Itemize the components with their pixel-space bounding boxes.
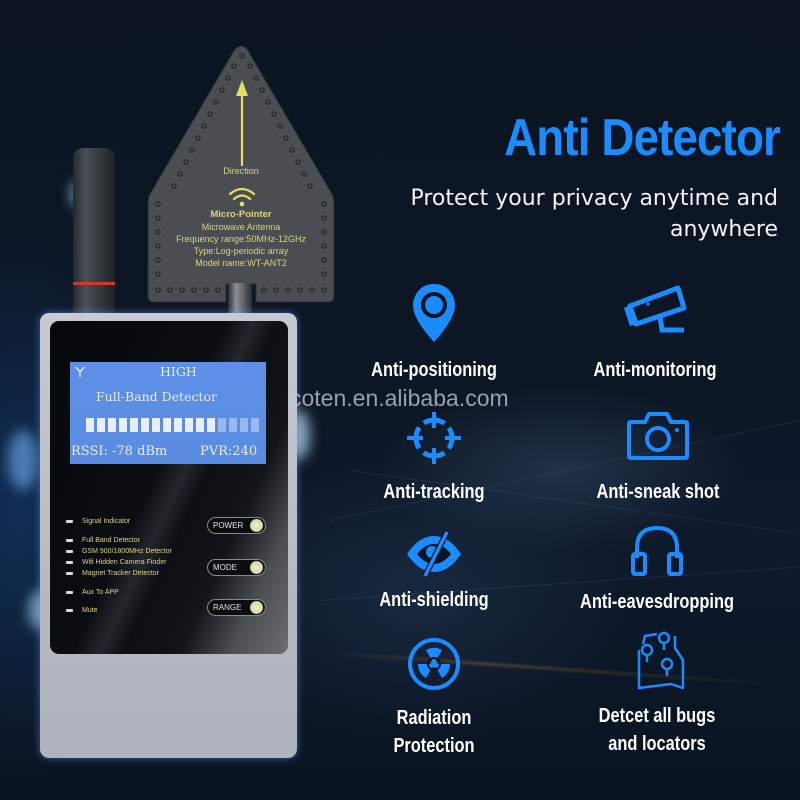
- range-button-label: RANGE: [213, 603, 242, 612]
- cctv-camera-icon: [624, 285, 687, 333]
- eye-slash-icon: [407, 530, 461, 578]
- page-title: Anti Detector: [504, 109, 781, 167]
- feature-anti-monitoring: Anti-monitoring: [555, 284, 755, 384]
- feature-label: Anti-sneak shot: [596, 481, 720, 503]
- feature-label: Anti-monitoring: [593, 359, 717, 381]
- antenna-rod: [73, 148, 115, 316]
- feature-radiation-protection: Radiation Protection: [334, 636, 534, 760]
- feature-label: Anti-positioning: [371, 359, 497, 381]
- location-pin-icon: [413, 284, 455, 342]
- headphones-icon: [631, 525, 683, 576]
- antenna-spec-line: Frequency range:50MHz-12GHz: [175, 234, 307, 244]
- feature-label: Protection: [393, 735, 475, 757]
- antenna-spec-block: Micro-Pointer Microwave Antenna Frequenc…: [146, 209, 336, 269]
- feature-label: Detcet all bugs: [598, 705, 716, 727]
- map-locators-icon: [637, 631, 685, 690]
- direction-label: Direction: [223, 166, 259, 176]
- led-icon: [66, 561, 73, 564]
- indicator-aux-app: Aux To APP: [66, 589, 119, 596]
- feature-label: and locators: [608, 733, 706, 755]
- feature-anti-positioning: Anti-positioning: [334, 282, 534, 384]
- indicator-label: Magnet Tracker Detector: [82, 570, 160, 577]
- feature-detect-bugs: Detcet all bugs and locators: [557, 630, 757, 758]
- indicator-signal: Signal Indicator: [66, 518, 130, 525]
- indicator-label: Full Band Detector: [82, 537, 140, 544]
- led-icon: [66, 609, 73, 612]
- lcd-mode: Full-Band Detector: [96, 389, 217, 404]
- antenna-spec-line: Type:Log-periodic array: [193, 246, 289, 256]
- indicator-mute: Mute: [66, 607, 98, 614]
- directional-antenna: [147, 45, 335, 303]
- feature-label: Anti-eavesdropping: [579, 591, 734, 613]
- indicator-magnet-tracker: Magnet Tracker Detector: [66, 570, 159, 577]
- radiation-icon: [408, 638, 460, 690]
- button-knob-icon: [250, 519, 263, 532]
- antenna-name: Micro-Pointer: [210, 209, 272, 220]
- feature-anti-tracking: Anti-tracking: [334, 410, 534, 506]
- antenna-icon: [75, 366, 85, 377]
- led-icon: [66, 572, 73, 575]
- indicator-label: Wifi Hidden Camera Finder: [82, 559, 167, 566]
- lcd-screen: HIGH Full-Band Detector RSSI: -78 dBm PV…: [70, 362, 266, 464]
- mode-button[interactable]: MODE: [207, 559, 266, 576]
- indicator-label: Aux To APP: [82, 589, 119, 596]
- photo-camera-icon: [627, 412, 689, 460]
- indicator-full-band: Full Band Detector: [66, 537, 140, 544]
- antenna-spec-line: Model name:WT-ANT2: [195, 258, 287, 268]
- indicator-gsm: GSM 900/1800MHz Detector: [66, 548, 172, 555]
- indicator-label: Mute: [82, 607, 98, 614]
- feature-anti-shielding: Anti-shielding: [334, 528, 534, 614]
- signal-bars: [86, 418, 259, 432]
- antenna-rod-ring: [73, 282, 115, 285]
- feature-anti-sneak-shot: Anti-sneak shot: [558, 408, 758, 506]
- lcd-sensitivity: HIGH: [160, 364, 197, 379]
- button-knob-icon: [250, 601, 263, 614]
- led-icon: [66, 550, 73, 553]
- subheadline: Protect your privacy anytime and anywher…: [330, 183, 778, 245]
- crosshair-icon: [407, 412, 461, 464]
- indicator-wifi-camera: Wifi Hidden Camera Finder: [66, 559, 166, 566]
- led-icon: [66, 591, 73, 594]
- led-icon: [66, 520, 73, 523]
- feature-anti-eavesdropping: Anti-eavesdropping: [557, 522, 757, 616]
- power-button[interactable]: POWER: [207, 517, 266, 534]
- antenna-spec-line: Microwave Antenna: [201, 222, 281, 232]
- led-icon: [66, 539, 73, 542]
- wifi-icon: [228, 187, 256, 201]
- lcd-pvr: PVR:240: [200, 444, 258, 459]
- mode-button-label: MODE: [213, 563, 237, 572]
- feature-label: Radiation: [396, 707, 472, 729]
- subheadline-line: anywhere: [669, 217, 778, 242]
- lcd-rssi: RSSI: -78 dBm: [71, 444, 168, 459]
- power-button-label: POWER: [213, 521, 244, 530]
- indicator-label: GSM 900/1800MHz Detector: [82, 548, 172, 555]
- button-knob-icon: [250, 561, 263, 574]
- range-button[interactable]: RANGE: [207, 599, 266, 616]
- indicator-label: Signal Indicator: [82, 518, 131, 525]
- feature-label: Anti-tracking: [383, 481, 485, 503]
- light-glow: [8, 430, 38, 490]
- subheadline-line: Protect your privacy anytime and: [410, 186, 778, 211]
- feature-label: Anti-shielding: [379, 589, 489, 611]
- watermark: coten.en.alibaba.com: [290, 385, 509, 411]
